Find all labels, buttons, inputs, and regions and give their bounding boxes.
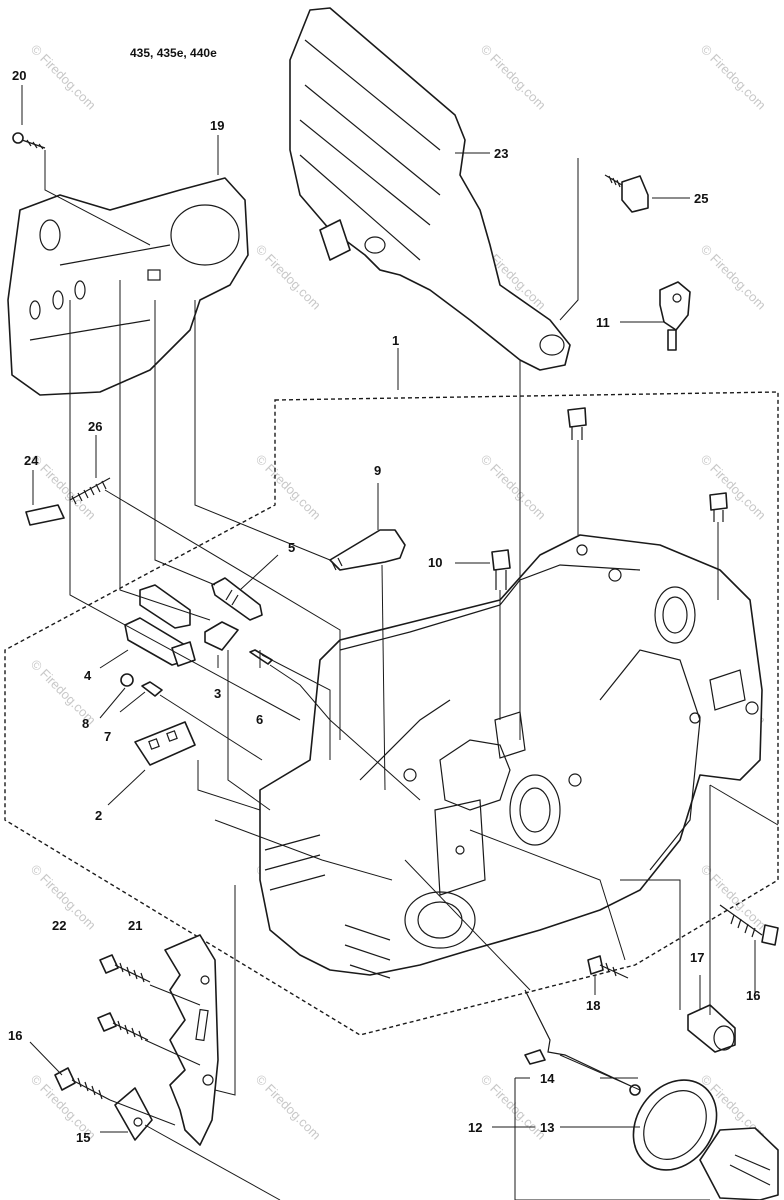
watermark: © Firedog.com <box>698 242 769 313</box>
crankcase-body <box>259 534 763 979</box>
callout-9: 9 <box>374 463 381 478</box>
callout-4: 4 <box>84 668 92 683</box>
watermark: © Firedog.com <box>253 242 324 313</box>
part-17-bushing <box>687 1004 736 1053</box>
model-label: 435, 435e, 440e <box>130 46 217 60</box>
part-22-screws <box>97 954 151 1041</box>
part-9-pin <box>329 529 406 571</box>
part-5-pin <box>211 577 263 621</box>
callout-16: 16 <box>8 1028 22 1043</box>
callout-6: 6 <box>256 712 263 727</box>
watermark: © Firedog.com <box>698 42 769 113</box>
callout-15: 15 <box>76 1130 90 1145</box>
leader-lines <box>21 85 779 1200</box>
crankcase-bolts <box>567 407 728 522</box>
callout-12: 12 <box>468 1120 482 1135</box>
callout-1: 1 <box>392 333 399 348</box>
part-25-bolt <box>604 174 649 213</box>
part-14-rod <box>524 989 641 1096</box>
callout-18: 18 <box>586 998 600 1013</box>
callout-3: 3 <box>214 686 221 701</box>
part-7-screw <box>141 681 163 697</box>
part-13-gasket <box>632 1079 718 1171</box>
callout-7: 7 <box>104 729 111 744</box>
part-19-chain-brake-cover <box>7 177 249 396</box>
part-10-bolt <box>491 549 511 590</box>
part-6-pin <box>249 649 273 665</box>
part-20-screw <box>12 132 46 150</box>
part-15-nut <box>114 1087 153 1141</box>
part-11-clip <box>659 281 691 351</box>
assembly-boundary <box>4 391 779 1036</box>
callout-8: 8 <box>82 716 89 731</box>
callout-13: 13 <box>540 1120 554 1135</box>
callout-16: 16 <box>746 988 760 1003</box>
watermark: © Firedog.com <box>698 452 769 523</box>
watermark: © Firedog.com <box>28 42 99 113</box>
watermark: © Firedog.com <box>478 42 549 113</box>
watermark: © Firedog.com <box>478 452 549 523</box>
callout-21: 21 <box>128 918 142 933</box>
part-18-screw <box>587 955 629 979</box>
callout-20: 20 <box>12 68 26 83</box>
part-26-spring <box>69 477 111 505</box>
part-24-block <box>25 504 65 526</box>
callout-25: 25 <box>694 191 708 206</box>
callout-10: 10 <box>428 555 442 570</box>
callout-14: 14 <box>540 1071 555 1086</box>
callout-19: 19 <box>210 118 224 133</box>
part-2-bracket <box>134 721 196 766</box>
watermark: © Firedog.com <box>478 1072 549 1143</box>
part-8-ball <box>120 673 134 687</box>
part-16-screw-right <box>719 904 779 946</box>
part-23-front-handle <box>289 7 571 371</box>
callout-22: 22 <box>52 918 66 933</box>
part-12-cap <box>699 1127 779 1200</box>
callout-23: 23 <box>494 146 508 161</box>
callout-24: 24 <box>24 453 39 468</box>
callout-17: 17 <box>690 950 704 965</box>
watermark: © Firedog.com <box>253 1072 324 1143</box>
callout-11: 11 <box>596 315 610 330</box>
part-21-bumper-spike <box>164 934 219 1146</box>
callout-5: 5 <box>288 540 295 555</box>
callout-26: 26 <box>88 419 102 434</box>
callout-2: 2 <box>95 808 102 823</box>
callout-labels: 1 2 3 4 5 6 7 8 9 10 11 12 13 14 15 16 1… <box>8 68 760 1145</box>
